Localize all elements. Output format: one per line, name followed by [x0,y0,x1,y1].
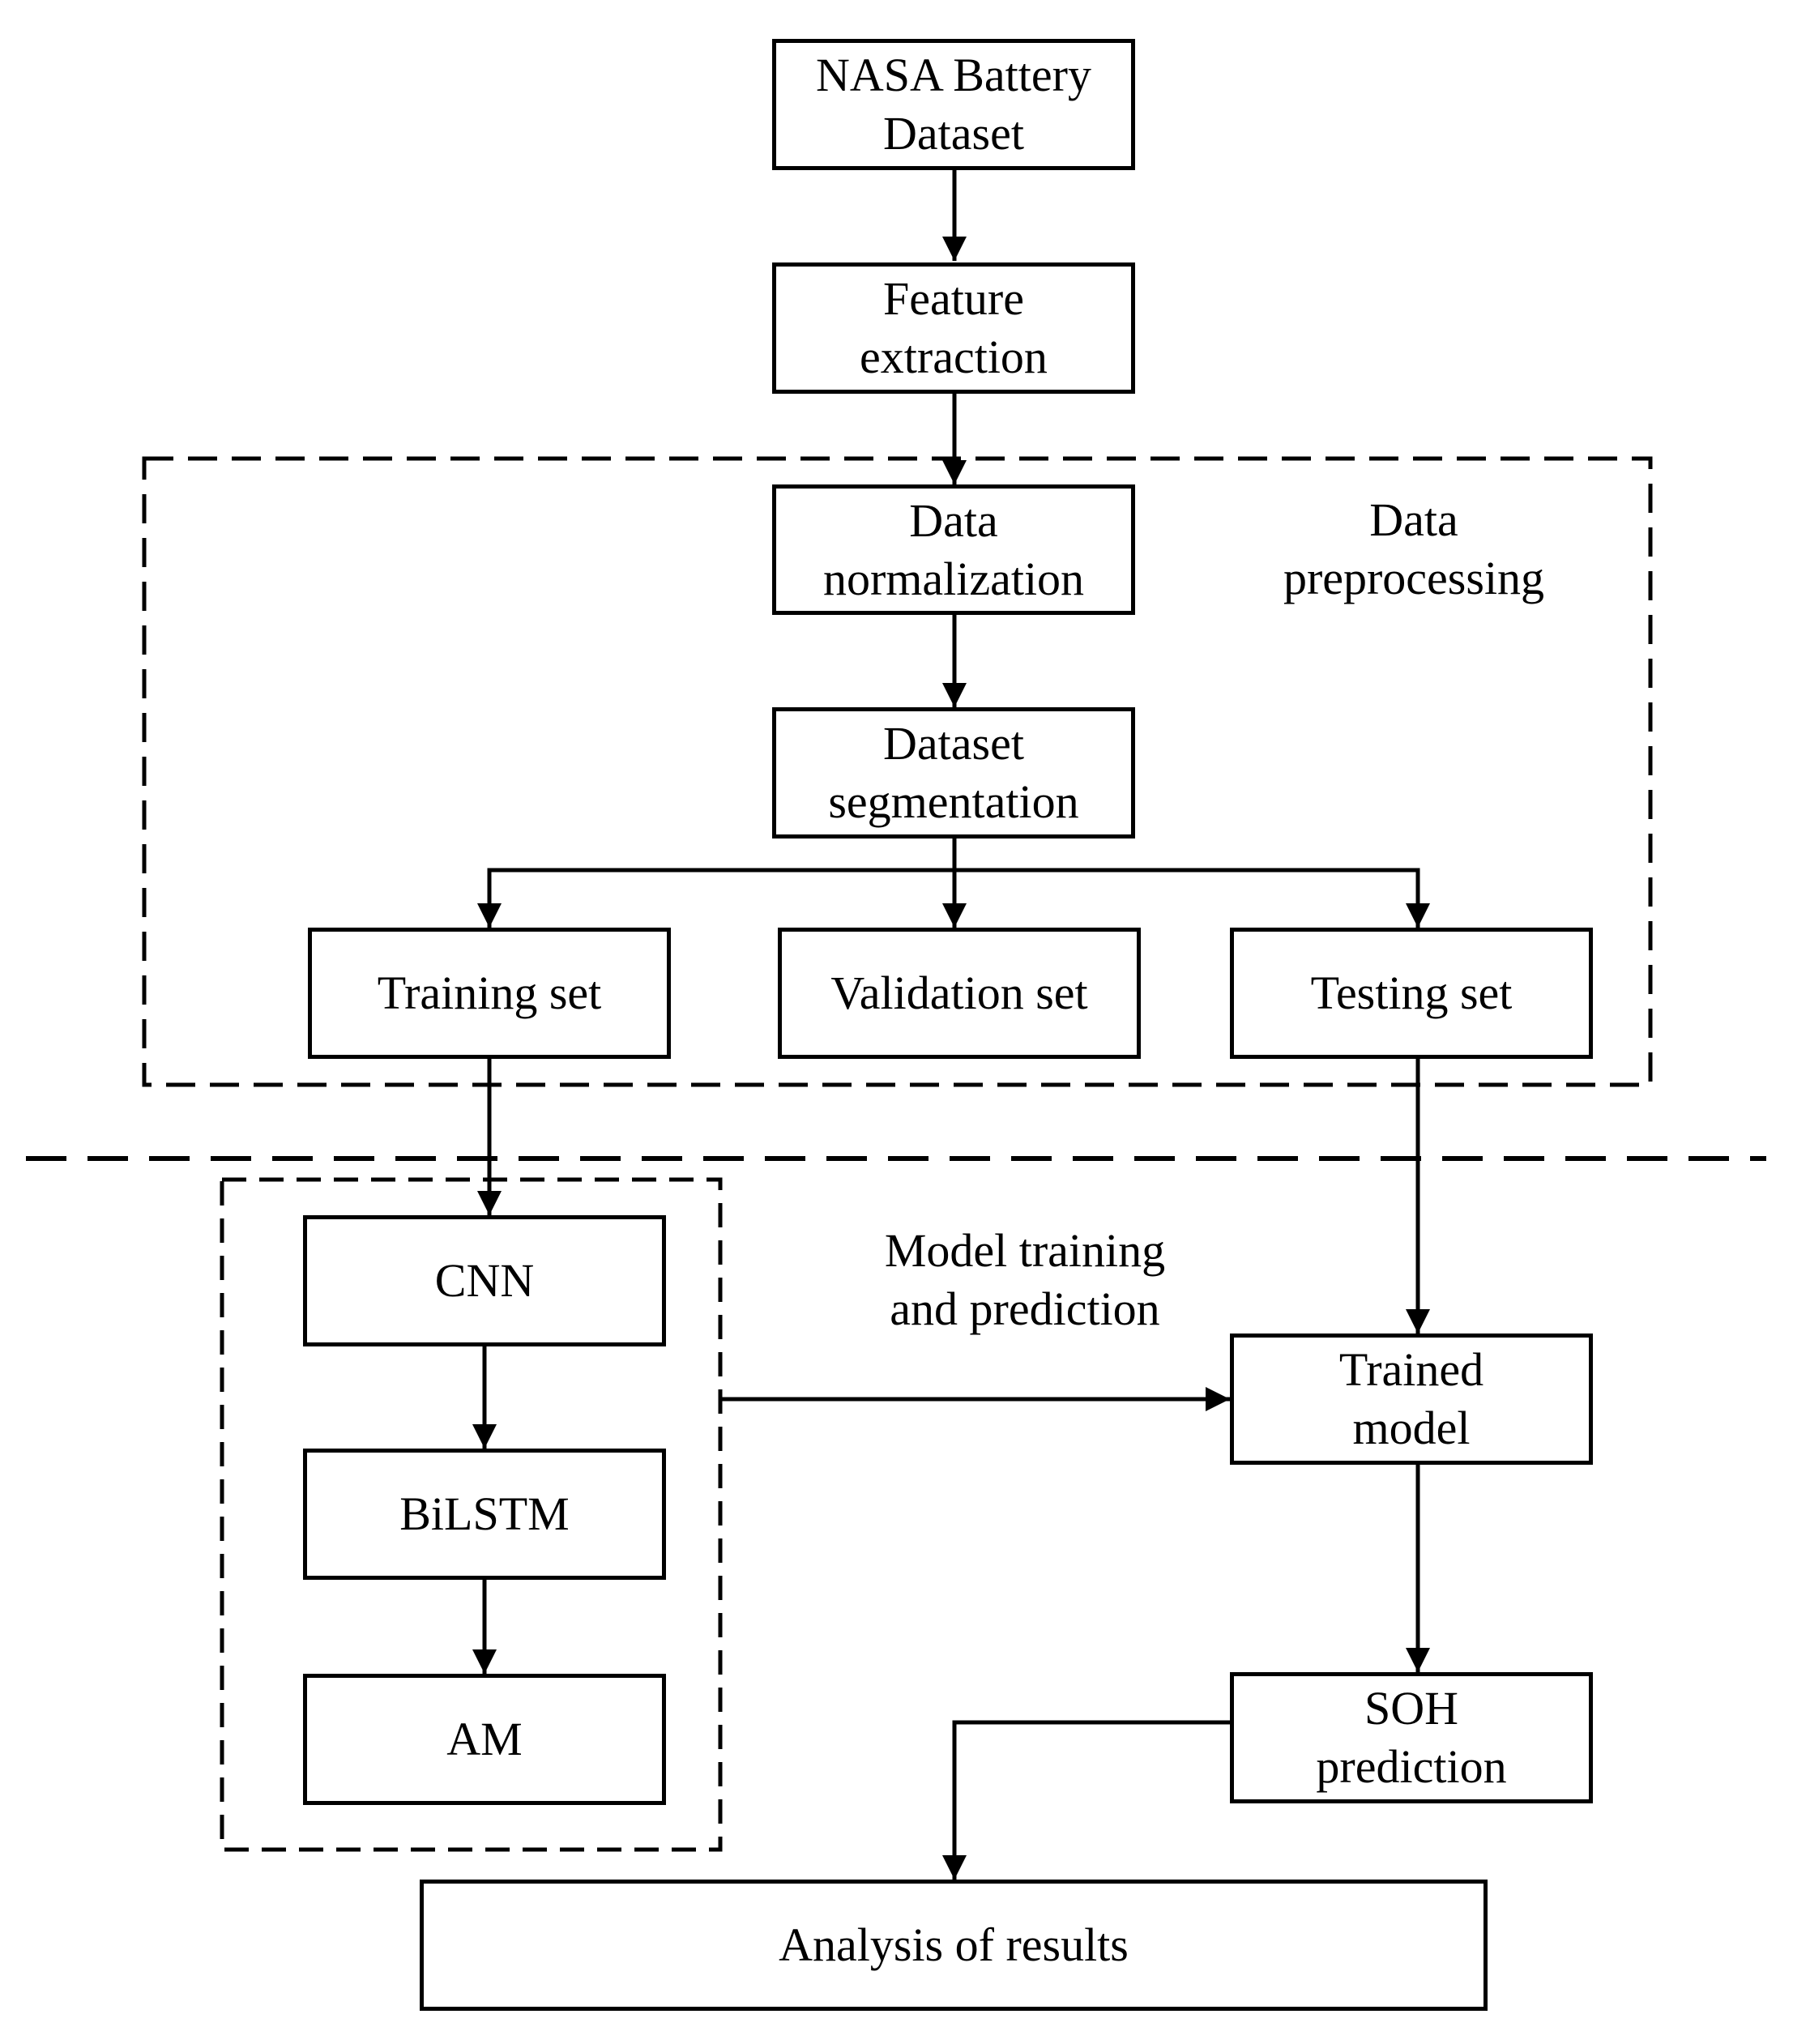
trained-model-box: Trained model [1230,1334,1593,1465]
feature-extraction-box: Feature extraction [772,262,1135,394]
data-normalization-box: Data normalization [772,484,1135,615]
soh-prediction-box: SOH prediction [1230,1672,1593,1803]
validation-set-box: Validation set [778,928,1141,1059]
analysis-of-results-box: Analysis of results [420,1880,1488,2011]
arrow-segmentation-to-training [477,868,954,928]
arrow-soh-to-analysis [942,1720,1230,1880]
data-preprocessing-label: Data preprocessing [1283,493,1545,604]
data-preprocessing-group-border [142,456,1653,1087]
am-box: AM [303,1674,666,1805]
bilstm-box: BiLSTM [303,1449,666,1580]
testing-set-box: Testing set [1230,928,1593,1059]
arrow-segmentation-to-testing [954,868,1430,928]
dataset-segmentation-box: Dataset segmentation [772,707,1135,839]
training-set-box: Training set [308,928,671,1059]
model-training-label: Model training and prediction [884,1224,1166,1335]
nasa-battery-dataset-box: NASA Battery Dataset [772,39,1135,170]
model-group-border [220,1177,723,1852]
cnn-box: CNN [303,1215,666,1346]
